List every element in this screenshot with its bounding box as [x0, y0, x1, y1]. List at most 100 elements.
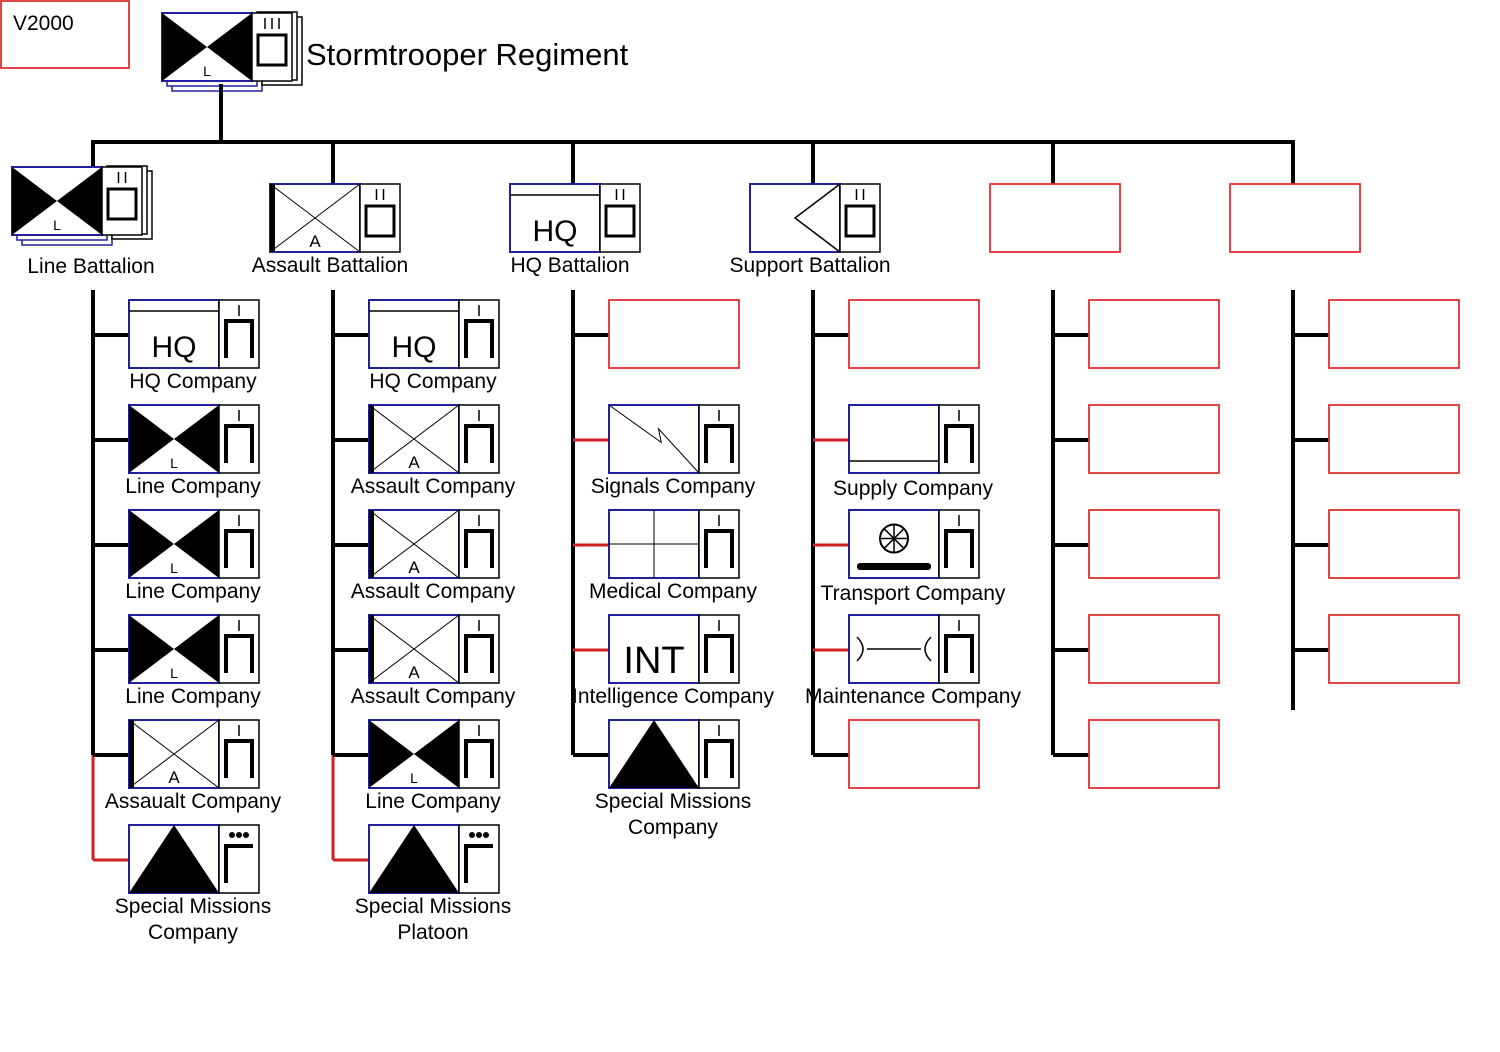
- battalion-4-icon: [989, 183, 1121, 253]
- line-mark: L: [203, 63, 211, 79]
- unit-frame-glyph: [464, 319, 494, 358]
- unit-frame-glyph: [944, 634, 974, 673]
- battalion-2-icon: HQ: [509, 183, 641, 253]
- line-mark: L: [170, 455, 178, 471]
- unit-frame-glyph: [704, 529, 734, 568]
- regiment-icon: L: [161, 11, 303, 92]
- company-0-1-label: Line Company: [125, 475, 261, 498]
- company-0-0-icon: HQ: [128, 299, 260, 369]
- company-1-3-icon: A: [368, 614, 500, 684]
- company-0-2-label: Line Company: [125, 580, 261, 603]
- spoke: [883, 528, 905, 549]
- unit-frame-glyph: [256, 33, 288, 67]
- assault-bar: [369, 405, 374, 473]
- assault-bar: [369, 510, 374, 578]
- placeholder-box: [989, 183, 1121, 253]
- unit-frame-glyph: [464, 529, 494, 568]
- placeholder-box: [1088, 509, 1220, 579]
- battalion-2-label: HQ Battalion: [510, 254, 630, 277]
- cross-b: [368, 614, 460, 684]
- company-0-5-icon: [128, 824, 260, 894]
- company-0-4-label: Assaualt Company: [104, 790, 282, 813]
- bowtie-right: [57, 167, 102, 235]
- company-3-1-icon: [848, 404, 980, 474]
- placeholder-box: [1088, 719, 1220, 789]
- unit-frame-glyph: [704, 634, 734, 673]
- unit-frame-glyph: [704, 424, 734, 463]
- unit-frame-glyph: [224, 529, 254, 568]
- int-mark: INT: [623, 640, 684, 682]
- company-2-1-icon: [608, 404, 740, 474]
- triangle: [129, 825, 219, 893]
- company-1-4-icon: L: [368, 719, 500, 789]
- cross-b: [269, 183, 361, 253]
- unit-frame-glyph: [464, 424, 494, 463]
- battalion-3-icon: [749, 183, 881, 253]
- bowtie-left: [129, 405, 174, 473]
- line-mark: L: [410, 770, 418, 786]
- assault-mark: A: [168, 768, 180, 787]
- hq-mark: HQ: [392, 331, 437, 364]
- company-5-2-icon: [1328, 509, 1460, 579]
- company-4-3-icon: [1088, 614, 1220, 684]
- unit-frame-glyph: [464, 634, 494, 673]
- unit-frame-glyph: [464, 739, 494, 778]
- company-2-4-icon: [608, 719, 740, 789]
- placeholder-box: [848, 299, 980, 369]
- company-2-3-label: Intelligence Company: [572, 685, 774, 708]
- company-1-1-icon: A: [368, 404, 500, 474]
- company-0-4-icon: A: [128, 719, 260, 789]
- company-1-2-label: Assault Company: [350, 580, 516, 603]
- company-1-2-icon: A: [368, 509, 500, 579]
- cross-b: [368, 404, 460, 474]
- echelon-dot: [476, 832, 482, 838]
- placeholder-box: [1328, 509, 1460, 579]
- regiment-name: Stormtrooper Regiment: [306, 37, 629, 72]
- unit-frame: [848, 404, 940, 474]
- triangle: [609, 720, 699, 788]
- line-mark: L: [170, 560, 178, 576]
- company-5-3-icon: [1328, 614, 1460, 684]
- bowtie-right: [174, 510, 219, 578]
- company-2-1-label: Signals Company: [590, 475, 756, 498]
- company-4-2-icon: [1088, 509, 1220, 579]
- support-chevron: [793, 183, 841, 253]
- company-1-1-label: Assault Company: [350, 475, 516, 498]
- bowtie-left: [129, 615, 174, 683]
- company-0-1-icon: L: [128, 404, 260, 474]
- bowtie-right: [174, 615, 219, 683]
- company-0-3-label: Line Company: [125, 685, 261, 708]
- bowtie-left: [129, 510, 174, 578]
- company-5-0-icon: [1328, 299, 1460, 369]
- bowtie-right: [207, 13, 252, 81]
- assault-mark: A: [309, 232, 321, 251]
- company-3-3-icon: [848, 614, 980, 684]
- battalion-3-label: Support Battalion: [729, 254, 891, 277]
- line-mark: L: [53, 217, 61, 233]
- assault-bar: [369, 615, 374, 683]
- echelon-dot: [229, 832, 235, 838]
- assault-bar: [129, 720, 134, 788]
- company-0-3-icon: L: [128, 614, 260, 684]
- company-4-1-icon: [1088, 404, 1220, 474]
- battalion-0-label: Line Battalion: [27, 255, 155, 278]
- company-5-1-icon: [1328, 404, 1460, 474]
- wrench-right: [924, 636, 932, 662]
- placeholder-box: [1088, 404, 1220, 474]
- unit-frame-glyph: [604, 204, 636, 238]
- unit-frame-glyph: [704, 739, 734, 778]
- bowtie-left: [162, 13, 207, 81]
- hq-mark: HQ: [152, 331, 197, 364]
- placeholder-box: [1088, 614, 1220, 684]
- bowtie-right: [174, 405, 219, 473]
- company-1-0-icon: HQ: [368, 299, 500, 369]
- unit-frame-glyph: [224, 634, 254, 673]
- placeholder-box: [1328, 614, 1460, 684]
- placeholder-box: [1088, 299, 1220, 369]
- assault-mark: A: [408, 558, 420, 577]
- hq-mark: HQ: [533, 215, 578, 248]
- placeholder-box: [848, 719, 980, 789]
